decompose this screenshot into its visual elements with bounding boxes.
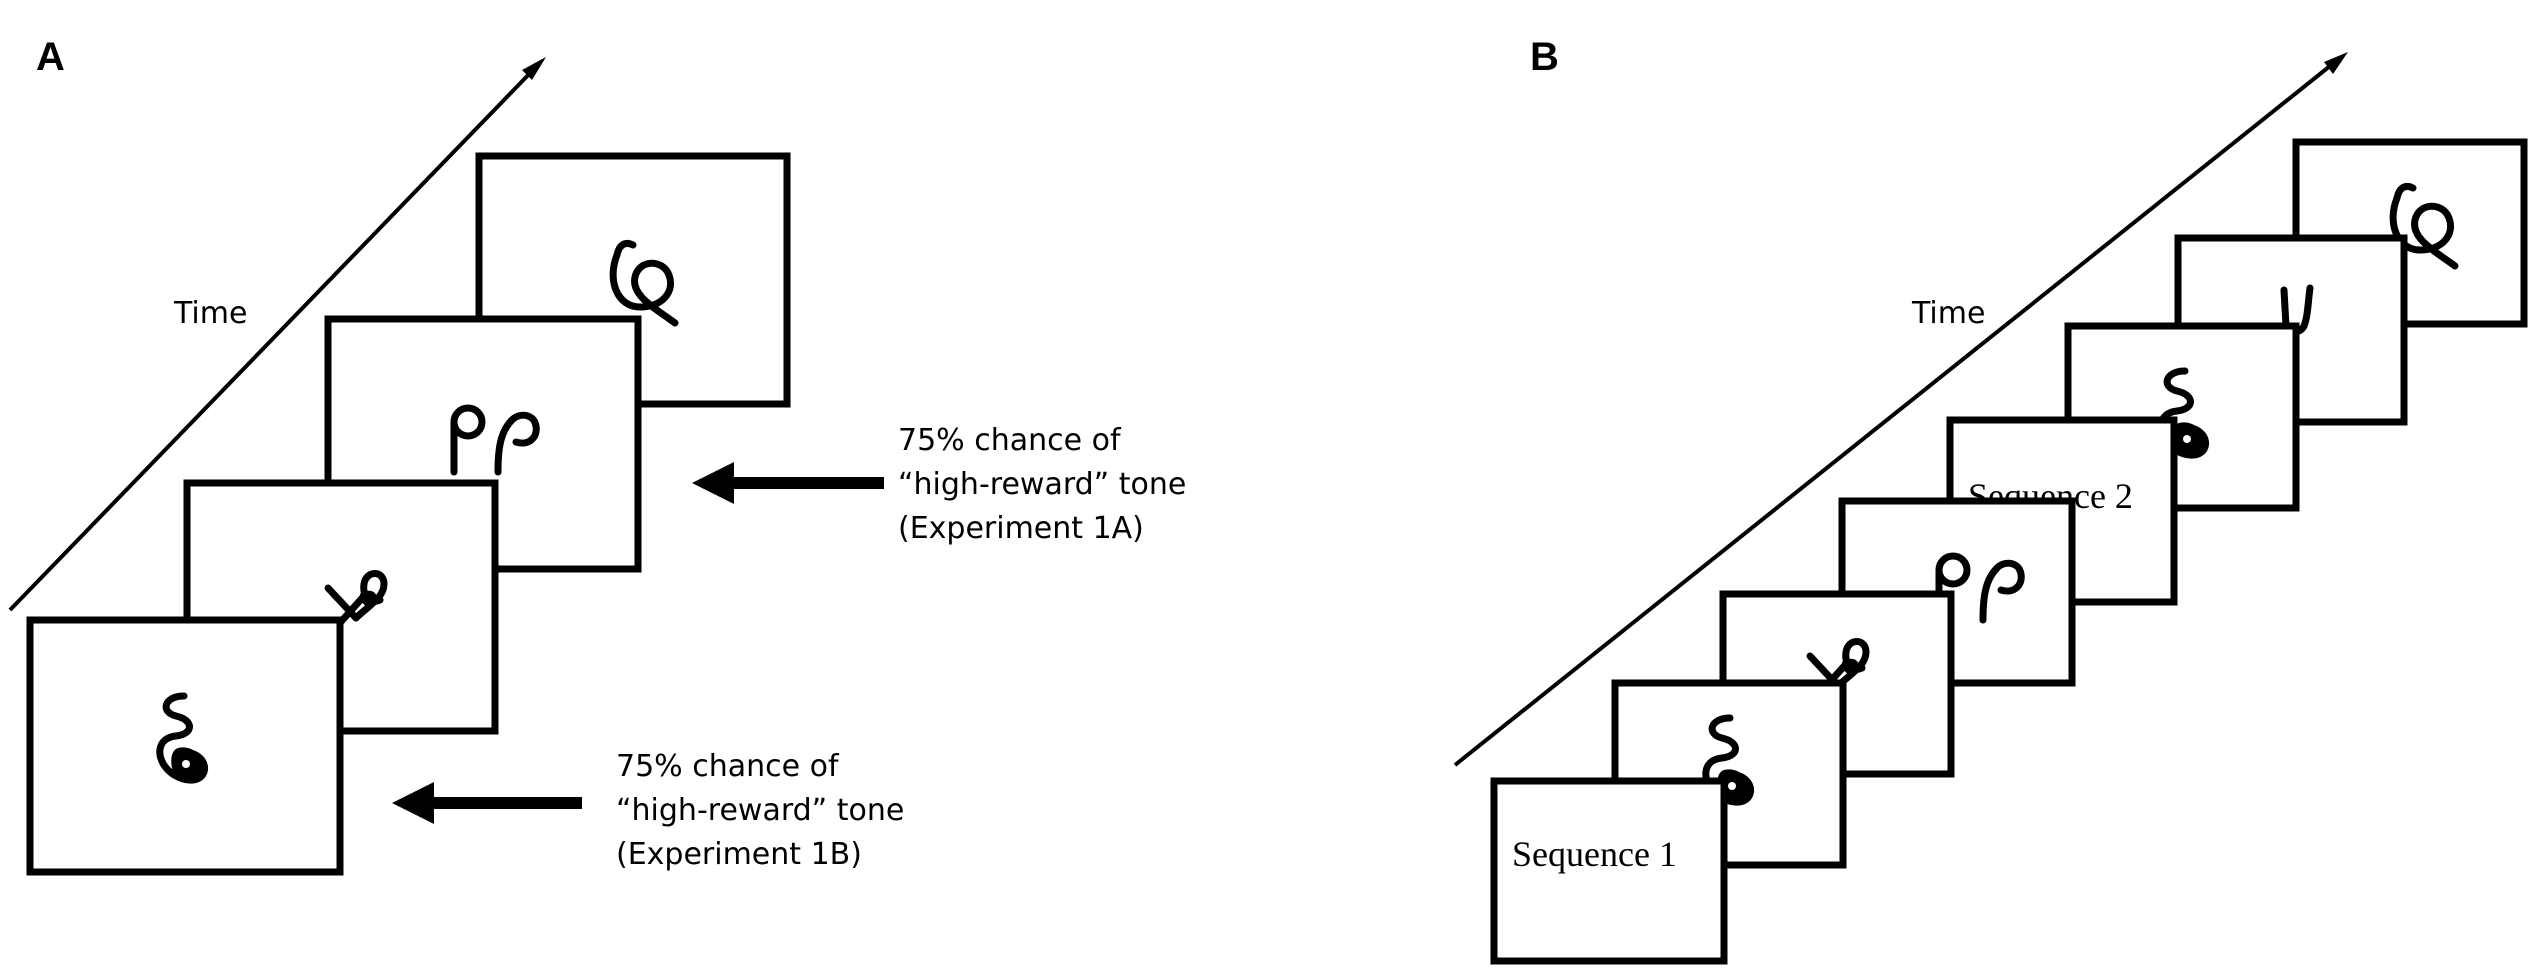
arrow-experiment-1b <box>392 782 582 824</box>
note-1a-line-1: 75% chance of <box>898 423 1122 458</box>
frame-b-sequence-1: Sequence 1 <box>1490 777 1728 965</box>
frame-1 <box>26 616 344 876</box>
panel-b: B Time Sequence 2 <box>1453 35 2528 965</box>
note-experiment-1b: 75% chance of “high-reward” tone (Experi… <box>616 749 914 872</box>
note-1a-line-3: (Experiment 1A) <box>898 511 1144 546</box>
note-experiment-1a: 75% chance of “high-reward” tone (Experi… <box>898 423 1196 546</box>
note-1b-line-1: 75% chance of <box>616 749 840 784</box>
time-axis-line <box>1453 60 2337 767</box>
note-1a-line-2: “high-reward” tone <box>898 467 1186 502</box>
note-1b-line-2: “high-reward” tone <box>616 793 904 828</box>
time-arrowhead-icon <box>522 57 546 80</box>
note-1b-line-3: (Experiment 1B) <box>616 837 862 872</box>
time-axis-line <box>8 66 537 612</box>
panel-a: A Time 75% chance of “high-rewa <box>8 35 1196 876</box>
left-arrow-icon <box>692 462 734 504</box>
time-arrowhead-icon <box>2324 52 2348 74</box>
panel-a-label: A <box>36 35 65 79</box>
left-arrow-icon <box>392 782 434 824</box>
sequence-1-label: Sequence 1 <box>1512 834 1677 874</box>
arrow-experiment-1a <box>692 462 884 504</box>
time-label: Time <box>1911 296 1985 331</box>
time-label: Time <box>173 296 247 331</box>
panel-b-label: B <box>1530 35 1559 79</box>
